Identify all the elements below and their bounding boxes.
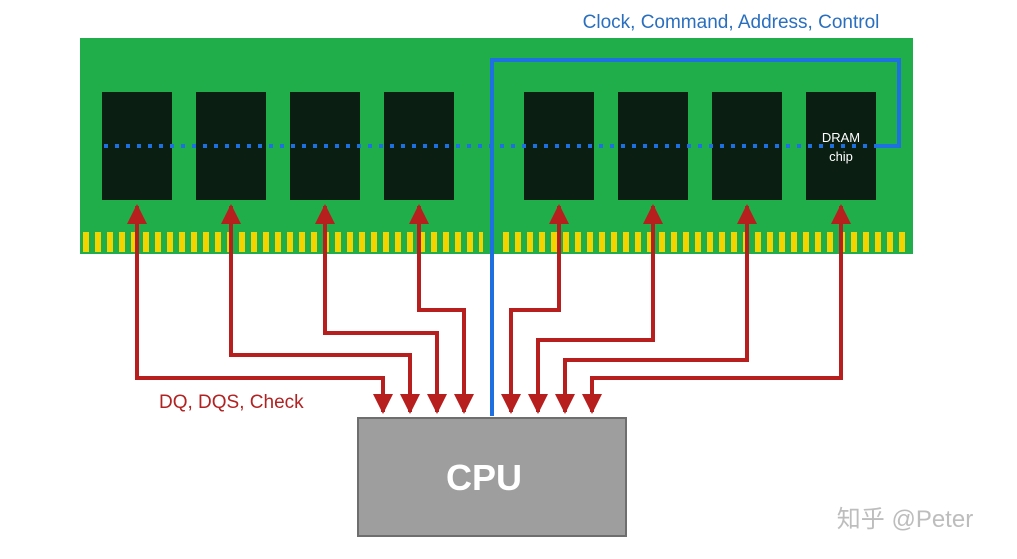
control-bus-label: Clock, Command, Address, Control xyxy=(583,12,880,33)
dram-chip-4 xyxy=(384,92,454,200)
cpu-label: CPU xyxy=(446,457,522,498)
cpu-box xyxy=(357,417,627,537)
data-bus-label: DQ, DQS, Check xyxy=(159,392,304,413)
dram-chip-2 xyxy=(196,92,266,200)
dram-chip-label-line2: chip xyxy=(829,149,853,164)
control-bus-line xyxy=(490,58,901,416)
watermark: 知乎 @Peter xyxy=(837,506,973,533)
dq-data-lines xyxy=(127,204,851,414)
edge-contacts-left xyxy=(83,232,483,252)
dram-chip-label-line1: DRAM xyxy=(822,130,860,145)
dq-line-4 xyxy=(409,204,474,414)
edge-contacts-right xyxy=(503,232,908,252)
dram-chips xyxy=(102,92,876,200)
dq-line-8 xyxy=(582,204,851,414)
